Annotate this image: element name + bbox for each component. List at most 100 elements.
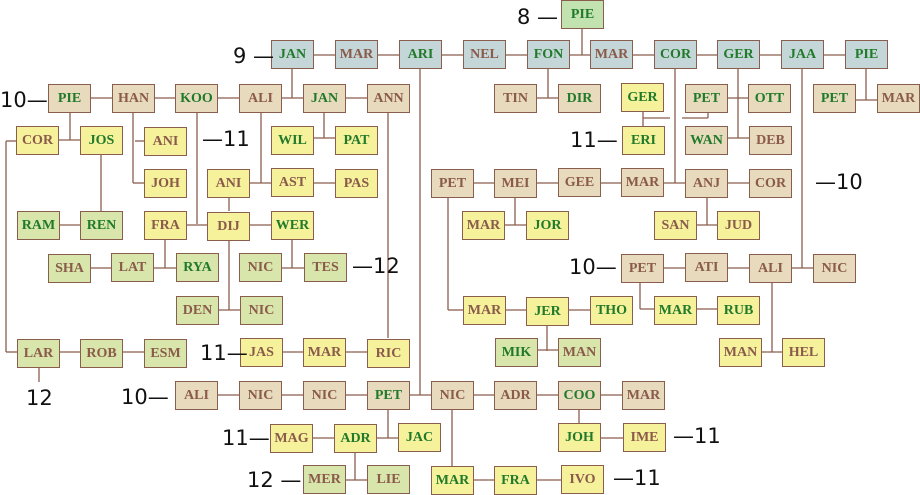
- person-node[interactable]: FRA: [144, 211, 187, 240]
- person-node[interactable]: JOR: [526, 211, 569, 240]
- person-node[interactable]: PET: [367, 381, 410, 410]
- person-node[interactable]: MEI: [494, 169, 537, 198]
- person-node[interactable]: NIC: [239, 381, 282, 410]
- person-node[interactable]: NIC: [431, 381, 474, 410]
- person-node[interactable]: DEN: [176, 296, 219, 325]
- person-node[interactable]: DEB: [749, 126, 792, 155]
- person-node[interactable]: MAN: [719, 338, 762, 367]
- person-node[interactable]: PIE: [561, 0, 604, 29]
- person-node[interactable]: MAR: [462, 211, 505, 240]
- person-node[interactable]: RAM: [17, 211, 60, 240]
- person-node[interactable]: TES: [304, 253, 347, 282]
- person-node[interactable]: ANJ: [685, 169, 728, 198]
- person-node[interactable]: PET: [621, 254, 664, 283]
- person-node[interactable]: MAR: [335, 40, 378, 69]
- person-node[interactable]: JAC: [398, 423, 441, 452]
- person-node[interactable]: GER: [717, 40, 760, 69]
- person-node[interactable]: RUB: [717, 296, 760, 325]
- person-node[interactable]: JAA: [781, 40, 824, 69]
- person-node[interactable]: ANN: [367, 84, 410, 113]
- person-node[interactable]: ATI: [685, 253, 728, 282]
- person-node[interactable]: PAS: [335, 169, 378, 198]
- person-node[interactable]: PET: [813, 84, 856, 113]
- person-node[interactable]: ADR: [494, 381, 537, 410]
- person-node[interactable]: MAR: [654, 296, 697, 325]
- person-node[interactable]: THO: [590, 296, 633, 325]
- person-node[interactable]: HAN: [112, 84, 155, 113]
- generation-label: —12: [352, 254, 400, 278]
- person-node[interactable]: JOH: [144, 169, 187, 198]
- person-node[interactable]: FRA: [494, 466, 537, 495]
- person-node[interactable]: NIC: [303, 381, 346, 410]
- person-node[interactable]: TIN: [494, 84, 537, 113]
- person-node[interactable]: JER: [526, 297, 569, 326]
- person-node[interactable]: IME: [623, 423, 666, 452]
- person-node[interactable]: MIK: [495, 338, 538, 367]
- person-name: PET: [438, 175, 467, 191]
- person-node[interactable]: OTT: [748, 84, 791, 113]
- person-node[interactable]: REN: [80, 211, 123, 240]
- person-node[interactable]: KOO: [175, 84, 218, 113]
- person-node[interactable]: ALI: [749, 254, 792, 283]
- person-node[interactable]: SAN: [654, 211, 697, 240]
- person-node[interactable]: JAN: [271, 40, 314, 69]
- person-node[interactable]: MAR: [877, 84, 920, 113]
- person-node[interactable]: MAG: [270, 424, 313, 453]
- person-node[interactable]: COO: [558, 381, 601, 410]
- person-node[interactable]: MER: [303, 465, 346, 494]
- person-node[interactable]: JUD: [717, 211, 760, 240]
- person-node[interactable]: COR: [749, 169, 792, 198]
- person-node[interactable]: FON: [527, 40, 570, 69]
- person-node[interactable]: PIE: [48, 84, 91, 113]
- person-node[interactable]: PIE: [845, 40, 888, 69]
- person-node[interactable]: LAR: [17, 339, 60, 368]
- person-node[interactable]: MAR: [590, 40, 633, 69]
- person-node[interactable]: JAS: [240, 338, 283, 367]
- person-node[interactable]: ARI: [399, 40, 442, 69]
- person-node[interactable]: COR: [654, 40, 697, 69]
- person-node[interactable]: ADR: [334, 424, 377, 453]
- person-node[interactable]: RYA: [176, 253, 219, 282]
- person-node[interactable]: LAT: [111, 253, 154, 282]
- person-node[interactable]: SHA: [48, 254, 91, 283]
- person-node[interactable]: JOH: [558, 423, 601, 452]
- person-node[interactable]: ESM: [144, 339, 187, 368]
- person-node[interactable]: DIJ: [207, 212, 250, 241]
- person-node[interactable]: GEE: [558, 168, 601, 197]
- person-node[interactable]: NIC: [813, 254, 856, 283]
- person-node[interactable]: MAR: [303, 338, 346, 367]
- person-node[interactable]: PET: [685, 84, 728, 113]
- person-node[interactable]: NIC: [240, 296, 283, 325]
- person-node[interactable]: ROB: [80, 339, 123, 368]
- person-node[interactable]: AST: [271, 168, 314, 197]
- person-node[interactable]: RIC: [367, 339, 410, 368]
- person-node[interactable]: MAN: [558, 338, 601, 367]
- person-name: JAC: [405, 429, 434, 445]
- person-node[interactable]: ANI: [207, 169, 250, 198]
- person-node[interactable]: ALI: [239, 84, 282, 113]
- person-node[interactable]: MAR: [431, 466, 474, 495]
- person-node[interactable]: ALI: [175, 381, 218, 410]
- person-name: ANI: [215, 175, 242, 191]
- person-node[interactable]: MAR: [463, 296, 506, 325]
- person-node[interactable]: IVO: [561, 465, 604, 494]
- person-node[interactable]: GER: [621, 83, 664, 112]
- person-node[interactable]: DIR: [558, 84, 601, 113]
- person-node[interactable]: MAR: [622, 381, 665, 410]
- person-node[interactable]: ANI: [144, 127, 187, 156]
- person-node[interactable]: COR: [16, 126, 59, 155]
- person-node[interactable]: PAT: [335, 126, 378, 155]
- person-node[interactable]: LIE: [367, 465, 410, 494]
- person-node[interactable]: NIC: [239, 253, 282, 282]
- person-node[interactable]: MAR: [621, 168, 664, 197]
- person-node[interactable]: WER: [271, 211, 314, 240]
- person-node[interactable]: WIL: [271, 126, 314, 155]
- person-name: ADR: [500, 387, 531, 403]
- person-node[interactable]: ERI: [622, 126, 665, 155]
- person-node[interactable]: JAN: [303, 84, 346, 113]
- person-node[interactable]: JOS: [80, 126, 123, 155]
- person-node[interactable]: NEL: [463, 40, 506, 69]
- person-node[interactable]: WAN: [685, 126, 728, 155]
- person-node[interactable]: PET: [431, 169, 474, 198]
- person-node[interactable]: HEL: [782, 338, 825, 367]
